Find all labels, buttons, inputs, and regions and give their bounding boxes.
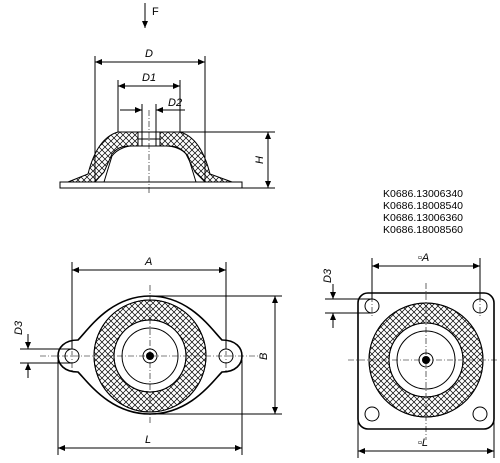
part-number: K0686.13006360 bbox=[383, 212, 463, 224]
square-top-view: ▫A ▫L D3 bbox=[322, 252, 498, 458]
dim-D-label: D bbox=[145, 48, 153, 60]
dim-L-label: L bbox=[145, 434, 151, 446]
inner-cavity bbox=[103, 145, 197, 183]
dim-D3-label: D3 bbox=[13, 320, 25, 335]
base-plate bbox=[59, 181, 243, 189]
sq-dim-L-label: ▫L bbox=[418, 437, 428, 449]
part-number: K0686.18008540 bbox=[383, 200, 463, 212]
mounting-hole bbox=[364, 406, 380, 422]
sq-dim-D3-label: D3 bbox=[322, 268, 334, 283]
mounting-hole bbox=[472, 406, 488, 422]
force-arrow: F bbox=[142, 3, 159, 28]
rubber-body bbox=[67, 131, 233, 183]
part-number: K0686.13006340 bbox=[383, 188, 463, 200]
part-number-list: K0686.13006340 K0686.18008540 K0686.1300… bbox=[383, 188, 463, 236]
oval-top-view: A L B D3 bbox=[13, 256, 282, 455]
side-view: F D D1 D2 H bbox=[59, 3, 275, 195]
dim-D2-label: D2 bbox=[168, 97, 182, 109]
sq-dim-A-label: ▫A bbox=[418, 252, 429, 264]
part-number: K0686.18008560 bbox=[383, 224, 463, 236]
dim-A-label: A bbox=[144, 256, 152, 268]
dim-B-label: B bbox=[258, 353, 270, 360]
dim-H-label: H bbox=[254, 156, 266, 164]
dim-D1-label: D1 bbox=[142, 72, 156, 84]
force-label: F bbox=[152, 6, 159, 18]
